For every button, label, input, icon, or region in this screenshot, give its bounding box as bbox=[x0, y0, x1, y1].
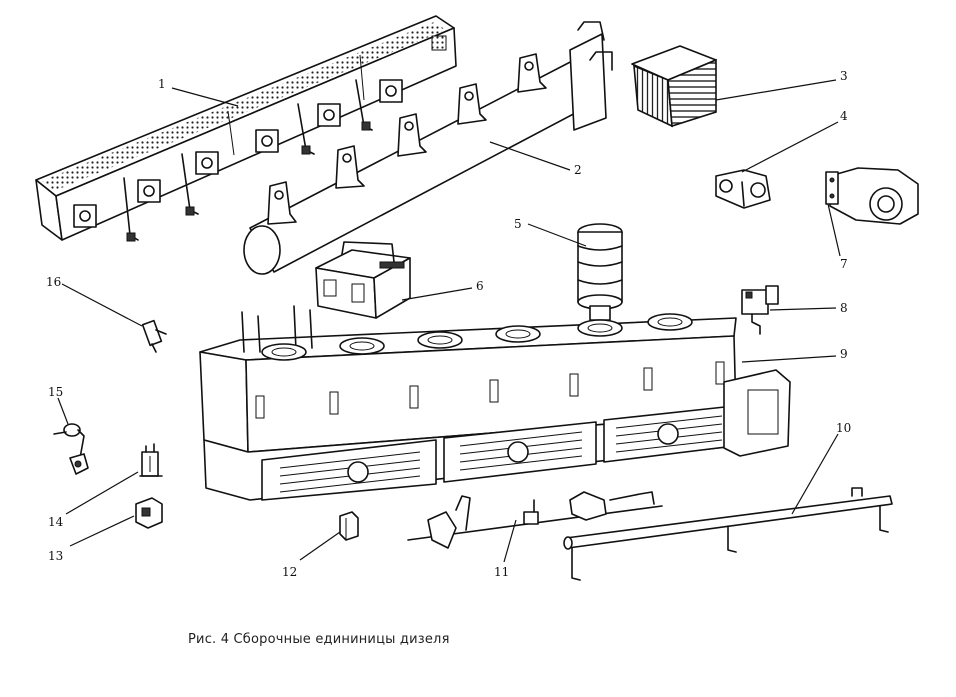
callout-8: 8 bbox=[840, 301, 848, 315]
leader-lines bbox=[57, 79, 841, 563]
part-4-clamp bbox=[715, 169, 771, 209]
part-15-sensor bbox=[53, 423, 89, 475]
part-9-engine-block bbox=[199, 305, 791, 501]
callout-3: 3 bbox=[840, 69, 848, 83]
part-6-cylinder-head bbox=[315, 241, 411, 319]
callout-10: 10 bbox=[836, 421, 851, 435]
callout-12: 12 bbox=[282, 565, 297, 579]
callout-11: 11 bbox=[494, 565, 509, 579]
part-13-bracket bbox=[135, 497, 163, 529]
figure-caption: Рис. 4 Сборочные едининицы дизеля bbox=[188, 632, 450, 647]
part-14-fitting bbox=[139, 443, 163, 477]
callout-5: 5 bbox=[514, 217, 522, 231]
callout-1: 1 bbox=[158, 77, 166, 91]
callout-9: 9 bbox=[840, 347, 848, 361]
part-5-cylinder-liner bbox=[577, 223, 623, 321]
part-2-intake-pipe bbox=[243, 21, 613, 275]
part-16-plug bbox=[141, 319, 167, 353]
callout-4: 4 bbox=[840, 109, 848, 123]
part-3-filter-block bbox=[631, 45, 717, 128]
part-7-housing bbox=[825, 167, 919, 225]
part-8-valve bbox=[741, 285, 779, 335]
callout-labels: 1 2 3 4 5 6 7 8 9 10 11 12 13 14 15 16 bbox=[46, 69, 851, 579]
callout-15: 15 bbox=[48, 385, 63, 399]
callout-6: 6 bbox=[476, 279, 484, 293]
part-12-nut bbox=[339, 511, 359, 541]
callout-16: 16 bbox=[46, 275, 61, 289]
callout-2: 2 bbox=[574, 163, 582, 177]
part-10-rail bbox=[563, 487, 893, 581]
part-11-linkage bbox=[407, 491, 663, 549]
callout-7: 7 bbox=[840, 257, 848, 271]
callout-14: 14 bbox=[48, 515, 64, 529]
callout-13: 13 bbox=[48, 549, 63, 563]
part-1-exhaust-manifold bbox=[35, 15, 457, 242]
